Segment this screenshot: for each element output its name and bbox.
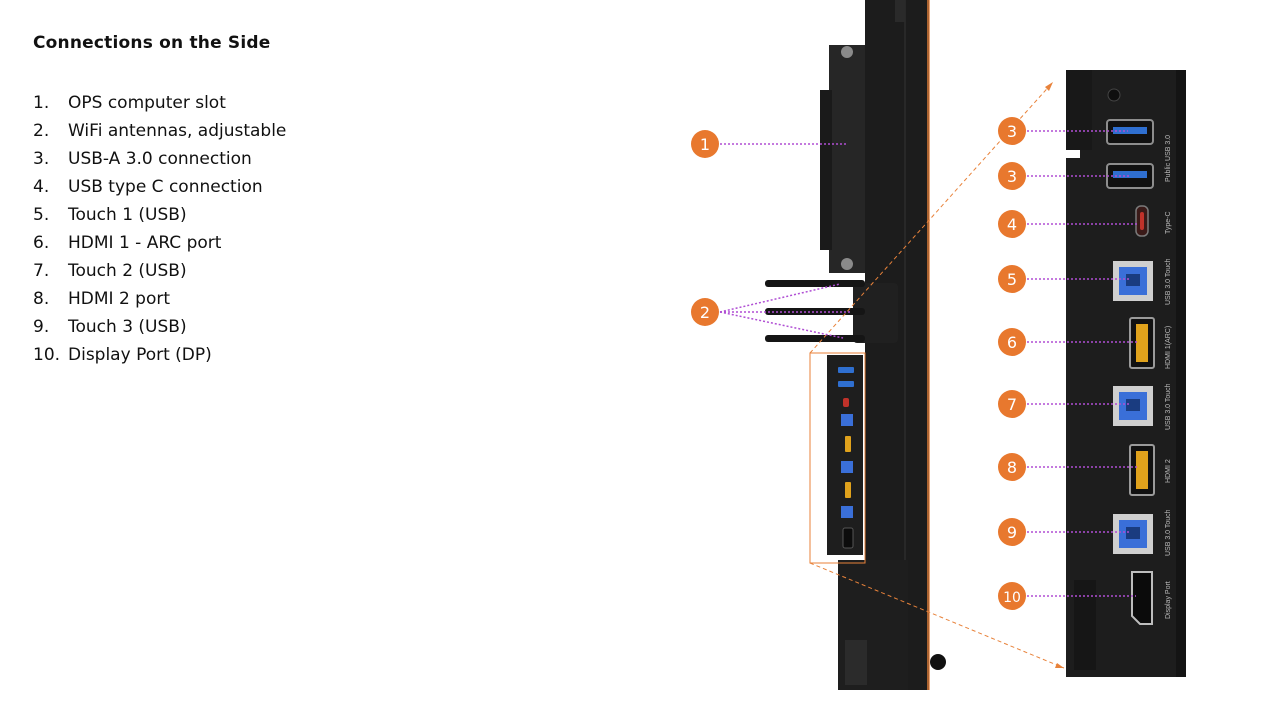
hdmi2-port — [1129, 444, 1155, 496]
svg-text:1: 1 — [700, 135, 710, 154]
svg-text:6: 6 — [1007, 333, 1017, 352]
ops-slot — [820, 45, 865, 273]
list-item: 7.Touch 2 (USB) — [33, 261, 187, 281]
svg-text:2: 2 — [700, 303, 710, 322]
usb-c-port — [1135, 205, 1149, 237]
svg-text:3: 3 — [1007, 167, 1017, 186]
usb-b-port-touch3 — [1113, 514, 1153, 554]
port-label-public-usb: Public USB 3.0 — [1165, 135, 1172, 182]
list-item: 8.HDMI 2 port — [33, 289, 171, 309]
usb-a-port-bottom — [1106, 163, 1154, 189]
port-label-type-c: Type-C — [1165, 211, 1172, 234]
list-item: 5.Touch 1 (USB) — [33, 205, 187, 225]
side-port-column — [827, 355, 863, 555]
svg-text:9: 9 — [1007, 523, 1017, 542]
callout-badge-2: 2 — [691, 298, 719, 326]
list-item: 9.Touch 3 (USB) — [33, 317, 187, 337]
callout-badge-9: 9 — [998, 518, 1026, 546]
list-item: 3.USB-A 3.0 connection — [33, 149, 252, 169]
leader-lines — [719, 130, 1138, 597]
callout-badge-6: 6 — [998, 328, 1026, 356]
svg-text:8: 8 — [1007, 458, 1017, 477]
display-side-view — [765, 0, 946, 690]
list-item: 6.HDMI 1 - ARC port — [33, 233, 222, 253]
list-item: 10.Display Port (DP) — [33, 345, 212, 365]
displayport-port — [1131, 571, 1153, 625]
zoom-frame — [809, 352, 866, 564]
svg-text:7: 7 — [1007, 395, 1017, 414]
page-title: Connections on the Side — [33, 33, 271, 53]
connection-list: 1.OPS computer slot 2.WiFi antennas, adj… — [33, 89, 286, 369]
port-label-touch1: USB 3.0 Touch — [1165, 258, 1172, 305]
callout-badge-3b: 3 — [998, 162, 1026, 190]
port-label-touch2: USB 3.0 Touch — [1165, 383, 1172, 430]
wifi-antennas — [765, 280, 898, 343]
callout-badge-5: 5 — [998, 265, 1026, 293]
svg-text:5: 5 — [1007, 270, 1017, 289]
callout-badge-8: 8 — [998, 453, 1026, 481]
svg-text:4: 4 — [1007, 215, 1017, 234]
callout-badge-4: 4 — [998, 210, 1026, 238]
callout-badge-1: 1 — [691, 130, 719, 158]
svg-text:10: 10 — [1003, 590, 1021, 606]
callout-badge-3a: 3 — [998, 117, 1026, 145]
callout-badge-10: 10 — [998, 582, 1026, 610]
list-item: 2.WiFi antennas, adjustable — [33, 121, 287, 141]
zoomed-port-panel: Public USB 3.0 Type-C USB 3.0 Touch HDMI… — [1066, 70, 1186, 677]
hdmi1-port — [1129, 317, 1155, 369]
list-item: 1.OPS computer slot — [33, 93, 226, 113]
port-label-displayport: Display Port — [1165, 581, 1172, 619]
list-item: 4.USB type C connection — [33, 177, 263, 197]
port-label-hdmi1: HDMI 1(ARC) — [1165, 326, 1172, 369]
callout-badge-7: 7 — [998, 390, 1026, 418]
speaker-grille — [845, 640, 867, 685]
usb-b-port-touch1 — [1113, 261, 1153, 301]
port-label-hdmi2: HDMI 2 — [1165, 459, 1172, 483]
usb-b-port-touch2 — [1113, 386, 1153, 426]
foot-knob — [930, 654, 946, 670]
usb-a-port-top — [1106, 119, 1154, 145]
port-label-touch3: USB 3.0 Touch — [1165, 509, 1172, 556]
callout-badges: 1 2 3 3 4 5 6 7 — [691, 117, 1026, 610]
svg-text:3: 3 — [1007, 122, 1017, 141]
